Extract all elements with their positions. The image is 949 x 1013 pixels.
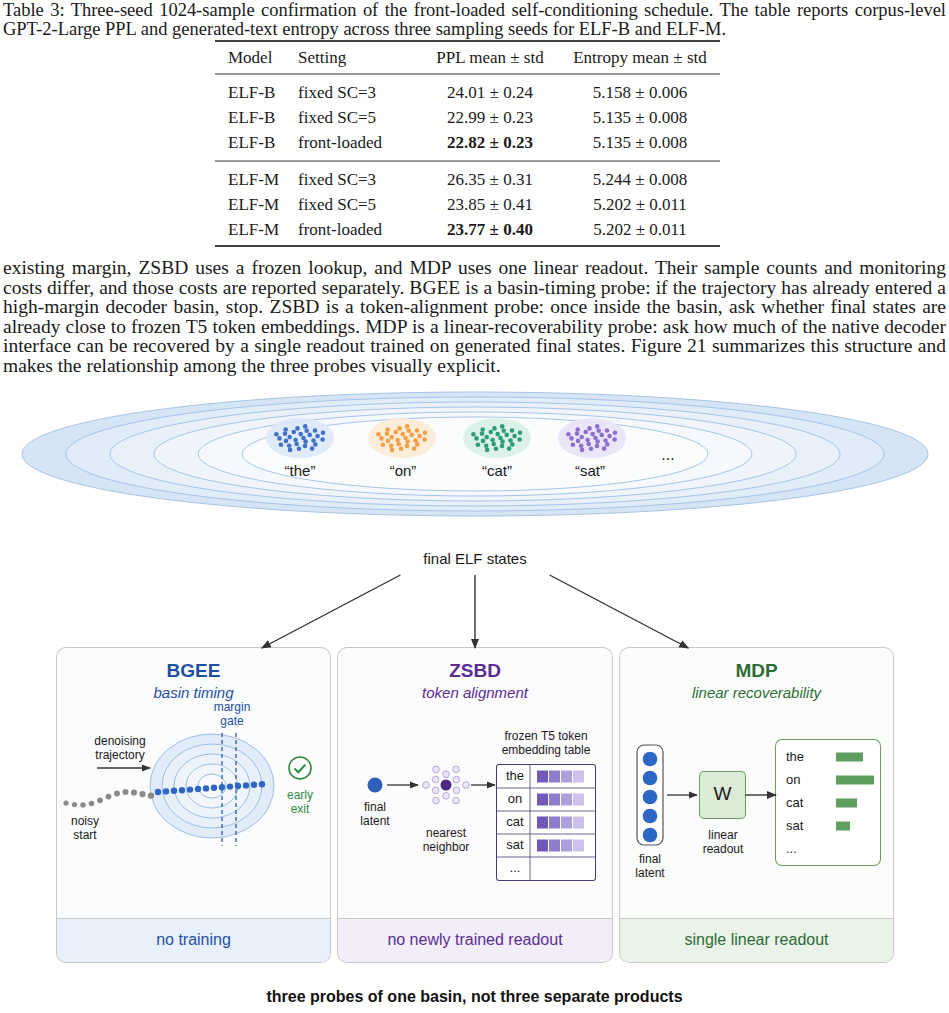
node-text: “the”	[275, 462, 325, 480]
node-text: denoising trajectory	[80, 734, 160, 763]
table-cell: ELF-M	[228, 195, 288, 215]
table-cell: 23.77 ± 0.40	[410, 220, 570, 240]
table-cell: 5.135 ± 0.008	[570, 108, 710, 128]
node-text: final ELF states	[350, 550, 600, 568]
panel-footer: single linear readout	[620, 918, 893, 962]
node-text: ...	[645, 445, 691, 464]
table-cell: 23.85 ± 0.41	[410, 195, 570, 215]
figure-caption: three probes of one basin, not three sep…	[0, 987, 949, 1006]
basin-contour	[154, 407, 796, 501]
node-text: final latent	[355, 800, 395, 829]
node-text: single linear readout	[620, 930, 893, 949]
table-cell: 5.244 ± 0.008	[570, 170, 710, 190]
node-text: early exit	[280, 788, 320, 817]
table-rule	[215, 161, 720, 162]
node-text: MDP	[620, 660, 893, 683]
connector-arrow	[474, 575, 475, 648]
table-cell: Setting	[298, 48, 408, 68]
node-text: “sat”	[565, 462, 615, 480]
panel-footer: no training	[57, 918, 330, 962]
node-text: the	[500, 768, 530, 784]
table-rule	[215, 245, 720, 246]
node-text: basin timing	[57, 684, 330, 702]
node-text: ...	[500, 860, 530, 876]
node-text: no training	[57, 930, 330, 949]
table-cell: Entropy mean ± std	[570, 48, 710, 68]
node-text: nearest neighbor	[420, 826, 472, 855]
basin-contour	[242, 417, 708, 491]
node-text: linear recoverability	[620, 684, 893, 702]
table-cell: 26.35 ± 0.31	[410, 170, 570, 190]
node-text: no newly trained readout	[338, 930, 612, 949]
node-text: on	[786, 772, 831, 788]
basin-outline	[20, 390, 930, 575]
table-cell: 5.135 ± 0.008	[570, 133, 710, 153]
table-cell: 5.158 ± 0.006	[570, 83, 710, 103]
table-cell: fixed SC=3	[298, 83, 408, 103]
basin-contour	[66, 397, 884, 511]
connector-arrow	[550, 575, 689, 648]
table-cell: 5.202 ± 0.011	[570, 220, 710, 240]
panel-footer: no newly trained readout	[338, 918, 612, 962]
node-text: sat	[500, 837, 530, 853]
node-text: “cat”	[472, 462, 522, 480]
table-cell: ELF-B	[228, 133, 288, 153]
readout-box: Wlinear readout	[700, 772, 745, 818]
vocab-output-box: the on cat sat...	[776, 740, 880, 865]
table-cell: 22.99 ± 0.23	[410, 108, 570, 128]
table-rule	[215, 40, 720, 41]
basin-ellipse: “the” “on” “cat” “sat”... final ELF states	[20, 390, 930, 575]
table-cell: Model	[228, 48, 288, 68]
table-cell: ELF-B	[228, 83, 288, 103]
node-text: sat	[786, 818, 831, 834]
node-text: noisy start	[60, 814, 110, 843]
node-text: ZSBD	[338, 660, 612, 683]
node-text: margin gate	[207, 700, 257, 729]
node-text: frozen T5 token embedding table	[493, 729, 599, 758]
table-cell: PPL mean ± std	[410, 48, 570, 68]
node-text: ...	[786, 841, 831, 857]
table-cell: fixed SC=5	[298, 108, 408, 128]
table-cell: fixed SC=3	[298, 170, 408, 190]
node-text: token alignment	[338, 684, 612, 702]
table-cell: 5.202 ± 0.011	[570, 195, 710, 215]
body-paragraph: existing margin, ZSBD uses a frozen look…	[3, 258, 946, 375]
node-text: BGEE	[57, 660, 330, 683]
table-cell: ELF-M	[228, 220, 288, 240]
node-text: cat	[786, 795, 831, 811]
node-text: “on”	[378, 462, 428, 480]
basin-contour	[22, 392, 928, 516]
table-cell: 24.01 ± 0.24	[410, 83, 570, 103]
table-cell: fixed SC=5	[298, 195, 408, 215]
probe-panel: ZSBDtoken alignment final latent nearest n…	[338, 648, 612, 962]
probe-panel: BGEEbasin timing denoising trajectory marg…	[57, 648, 330, 962]
table-cell: front-loaded	[298, 220, 408, 240]
embedding-table: frozen T5 token embedding tabletheoncats…	[497, 765, 595, 880]
table-rule	[215, 74, 720, 75]
basin-contour	[110, 402, 840, 506]
node-text: final latent	[630, 852, 670, 881]
node-text: the	[786, 749, 831, 765]
node-text: linear readout	[692, 828, 754, 857]
table-cell: front-loaded	[298, 133, 408, 153]
basin-contour	[198, 412, 752, 496]
table-caption: Table 3: Three-seed 1024-sample confirma…	[3, 1, 946, 39]
node-text: cat	[500, 814, 530, 830]
table-cell: 22.82 ± 0.23	[410, 133, 570, 153]
table-cell: ELF-M	[228, 170, 288, 190]
probe-panel: MDPlinear recoverability final latent Wlin…	[620, 648, 893, 962]
table-cell: ELF-B	[228, 108, 288, 128]
node-text: on	[500, 791, 530, 807]
connector-arrow	[262, 575, 401, 648]
node-text: W	[700, 783, 745, 806]
